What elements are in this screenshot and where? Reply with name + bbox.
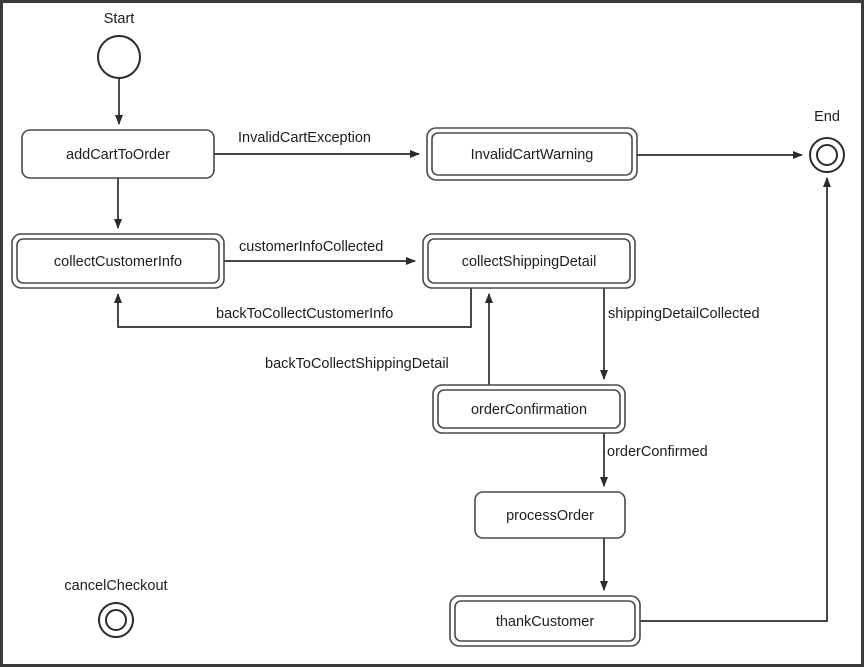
transitions-layer: [114, 78, 831, 622]
state-orderconfirmation[interactable]: orderConfirmation: [432, 384, 626, 434]
end-caption: End: [814, 109, 840, 125]
transition-label-invalidcartexception: InvalidCartException: [238, 130, 371, 146]
pseudo-states-layer: Start End cancelCheckout: [64, 11, 845, 638]
cancelcheckout-node[interactable]: cancelCheckout: [64, 578, 168, 638]
cancelcheckout-caption: cancelCheckout: [64, 578, 167, 594]
state-processorder-border: [474, 491, 626, 539]
transition-labels-layer: InvalidCartException customerInfoCollect…: [216, 130, 760, 460]
state-processorder[interactable]: processOrder: [474, 491, 626, 539]
state-thankcustomer-inner-border: [454, 600, 636, 642]
state-addcarttoorder-border: [21, 129, 215, 179]
edge-thankcustomer-to-end: [640, 177, 831, 622]
state-orderconfirmation-label: orderConfirmation: [471, 402, 587, 418]
transition-label-shippingdetailcollected: shippingDetailCollected: [608, 306, 760, 322]
edge-collectshippingdetail-to-collectcustomerinfo: [114, 288, 472, 328]
transition-label-backtocollectshippingdetail: backToCollectShippingDetail: [265, 356, 449, 372]
state-processorder-label: processOrder: [506, 508, 594, 524]
state-addcarttoorder-label: addCartToOrder: [66, 147, 170, 163]
state-collectcustomerinfo-inner-border: [16, 238, 220, 284]
end-node[interactable]: End: [809, 109, 845, 173]
state-collectshippingdetail-label: collectShippingDetail: [462, 254, 597, 270]
transition-label-customerinfocollected: customerInfoCollected: [239, 239, 383, 255]
start-caption: Start: [104, 11, 135, 27]
state-collectshippingdetail[interactable]: collectShippingDetail: [422, 233, 636, 289]
state-invalidcartwarning-inner-border: [431, 132, 633, 176]
states-layer: addCartToOrder InvalidCartWarning collec…: [11, 127, 641, 647]
state-collectcustomerinfo[interactable]: collectCustomerInfo: [11, 233, 225, 289]
state-orderconfirmation-inner-border: [437, 389, 621, 429]
cancelcheckout-inner-circle-icon: [105, 609, 127, 631]
state-collectcustomerinfo-label: collectCustomerInfo: [54, 254, 182, 270]
state-invalidcartwarning-label: InvalidCartWarning: [471, 147, 594, 163]
state-thankcustomer-label: thankCustomer: [496, 614, 594, 630]
end-inner-circle-icon: [816, 144, 838, 166]
state-collectshippingdetail-inner-border: [427, 238, 631, 284]
start-circle-icon: [97, 35, 141, 79]
state-invalidcartwarning[interactable]: InvalidCartWarning: [426, 127, 638, 181]
transition-label-orderconfirmed: orderConfirmed: [607, 444, 708, 460]
state-thankcustomer[interactable]: thankCustomer: [449, 595, 641, 647]
transition-label-backtocollectcustomerinfo: backToCollectCustomerInfo: [216, 306, 393, 322]
start-node[interactable]: Start: [97, 11, 141, 79]
state-addcarttoorder[interactable]: addCartToOrder: [21, 129, 215, 179]
